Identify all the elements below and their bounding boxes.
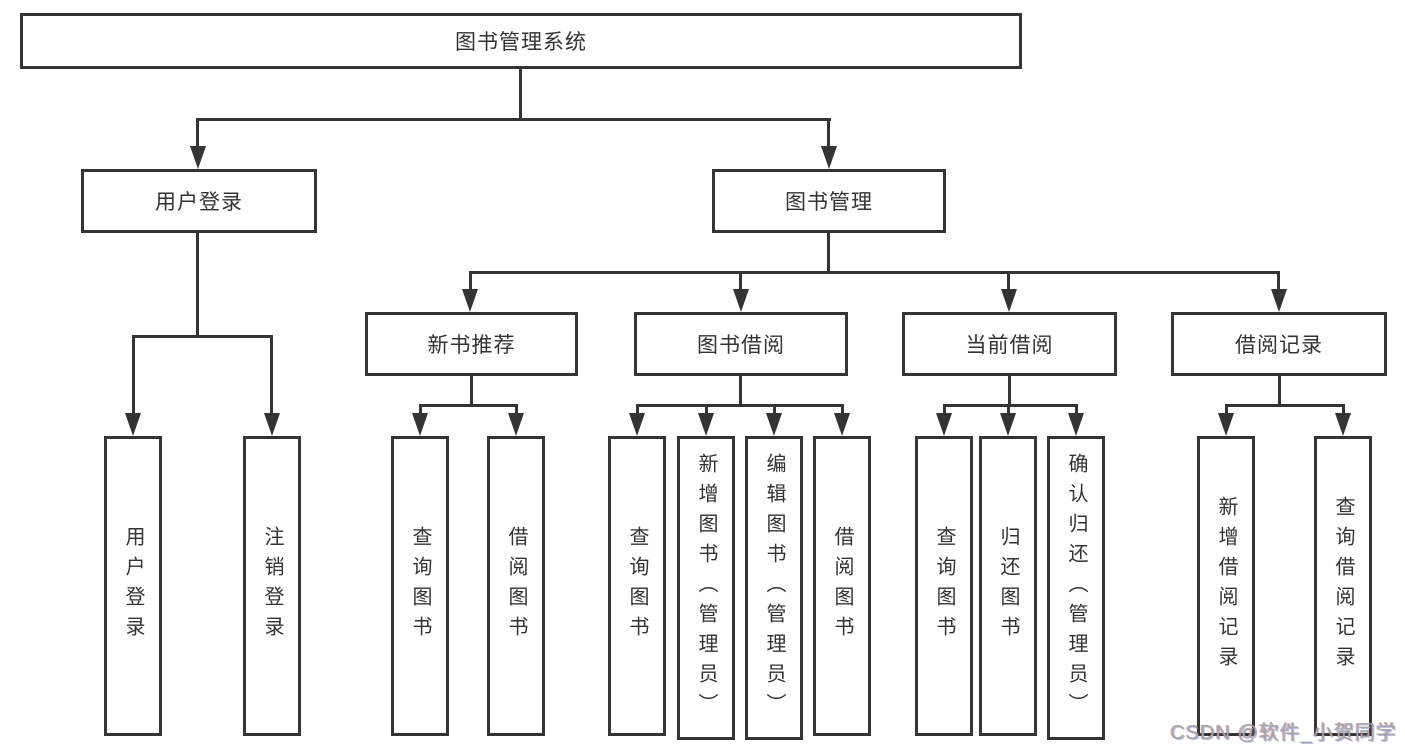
- node-section-book-borrow-label: 图书借阅: [697, 334, 785, 357]
- arrow-down-icon: [508, 413, 524, 436]
- node-book-mgmt: 图书管理: [712, 169, 946, 233]
- leaf-return-books-label: 归还图书: [997, 526, 1019, 646]
- connector-line: [470, 376, 473, 407]
- connector-line: [270, 335, 273, 415]
- node-root-label: 图书管理系统: [455, 31, 587, 54]
- connector-line: [196, 118, 199, 150]
- connector-line: [739, 271, 742, 293]
- arrow-down-icon: [629, 413, 645, 436]
- connector-line: [1008, 376, 1011, 407]
- leaf-query-borrow-record-label: 查询借阅记录: [1332, 496, 1354, 676]
- connector-line: [943, 404, 946, 414]
- leaf-return-books: 归还图书: [979, 436, 1037, 736]
- connector-line: [1277, 271, 1280, 293]
- leaf-borrow-books-new-label: 借阅图书: [505, 526, 527, 646]
- arrow-down-icon: [1000, 413, 1016, 436]
- arrow-down-icon: [821, 146, 837, 169]
- leaf-query-borrow-record: 查询借阅记录: [1314, 436, 1372, 736]
- node-section-book-borrow: 图书借阅: [634, 312, 848, 376]
- arrow-down-icon: [936, 413, 952, 436]
- connector-line: [1007, 404, 1010, 414]
- connector-line: [469, 271, 472, 293]
- connector-line: [739, 376, 742, 407]
- leaf-add-books-admin-label: 新增图书（管理员）: [695, 453, 717, 723]
- connector-line: [132, 335, 135, 415]
- leaf-confirm-return-admin: 确认归还（管理员）: [1047, 436, 1105, 740]
- connector-line: [132, 335, 273, 338]
- arrow-down-icon: [264, 413, 280, 436]
- leaf-query-books-new: 查询图书: [391, 436, 449, 736]
- watermark: CSDN @软件_小贺同学: [1170, 722, 1397, 744]
- leaf-query-books-current-label: 查询图书: [933, 526, 955, 646]
- node-user-login-label: 用户登录: [155, 191, 243, 214]
- connector-line: [197, 118, 831, 121]
- connector-line: [515, 404, 518, 414]
- connector-line: [419, 404, 518, 407]
- arrow-down-icon: [834, 413, 850, 436]
- connector-line: [419, 404, 422, 414]
- arrow-down-icon: [125, 413, 141, 436]
- leaf-user-login: 用户登录: [104, 436, 162, 736]
- leaf-query-books-current: 查询图书: [915, 436, 973, 736]
- node-root: 图书管理系统: [20, 13, 1022, 69]
- connector-line: [1342, 404, 1345, 414]
- leaf-edit-books-admin: 编辑图书（管理员）: [745, 436, 803, 740]
- leaf-user-login-label: 用户登录: [122, 526, 144, 646]
- arrow-down-icon: [1335, 413, 1351, 436]
- arrow-down-icon: [1218, 413, 1234, 436]
- connector-line: [469, 271, 1280, 274]
- connector-line: [519, 69, 522, 120]
- node-section-borrow-records: 借阅记录: [1171, 312, 1387, 376]
- node-section-current-borrow: 当前借阅: [902, 312, 1117, 376]
- arrow-down-icon: [1068, 413, 1084, 436]
- node-user-login: 用户登录: [81, 169, 317, 233]
- arrow-down-icon: [412, 413, 428, 436]
- arrow-down-icon: [462, 289, 478, 312]
- leaf-add-books-admin: 新增图书（管理员）: [677, 436, 735, 740]
- node-section-new-books: 新书推荐: [365, 312, 578, 376]
- connector-line: [636, 404, 844, 407]
- connector-line: [827, 118, 830, 150]
- leaf-logout-label: 注销登录: [261, 526, 283, 646]
- node-section-current-borrow-label: 当前借阅: [965, 334, 1054, 357]
- arrow-down-icon: [766, 413, 782, 436]
- arrow-down-icon: [698, 413, 714, 436]
- arrow-down-icon: [1271, 289, 1287, 312]
- connector-line: [1225, 404, 1345, 407]
- leaf-query-books-new-label: 查询图书: [409, 526, 431, 646]
- arrow-down-icon: [1001, 289, 1017, 312]
- arrow-down-icon: [190, 146, 206, 169]
- leaf-query-books-borrow-label: 查询图书: [626, 526, 648, 646]
- node-book-mgmt-label: 图书管理: [785, 191, 873, 214]
- leaf-confirm-return-admin-label: 确认归还（管理员）: [1065, 453, 1087, 723]
- leaf-add-borrow-record: 新增借阅记录: [1197, 436, 1255, 736]
- connector-line: [841, 404, 844, 414]
- leaf-add-borrow-record-label: 新增借阅记录: [1215, 496, 1237, 676]
- leaf-borrow-books-borrow-label: 借阅图书: [831, 526, 853, 646]
- leaf-edit-books-admin-label: 编辑图书（管理员）: [763, 453, 785, 723]
- connector-line: [196, 233, 199, 338]
- node-section-new-books-label: 新书推荐: [427, 334, 516, 357]
- connector-line: [1007, 271, 1010, 293]
- connector-line: [1075, 404, 1078, 414]
- leaf-borrow-books-borrow: 借阅图书: [813, 436, 871, 736]
- connector-line: [636, 404, 639, 414]
- leaf-logout: 注销登录: [243, 436, 301, 736]
- arrow-down-icon: [733, 289, 749, 312]
- connector-line: [773, 404, 776, 414]
- leaf-query-books-borrow: 查询图书: [608, 436, 666, 736]
- connector-line: [943, 404, 1078, 407]
- connector-line: [1278, 376, 1281, 407]
- leaf-borrow-books-new: 借阅图书: [487, 436, 545, 736]
- connector-line: [827, 233, 830, 274]
- connector-line: [1225, 404, 1228, 414]
- connector-line: [705, 404, 708, 414]
- node-section-borrow-records-label: 借阅记录: [1235, 334, 1323, 357]
